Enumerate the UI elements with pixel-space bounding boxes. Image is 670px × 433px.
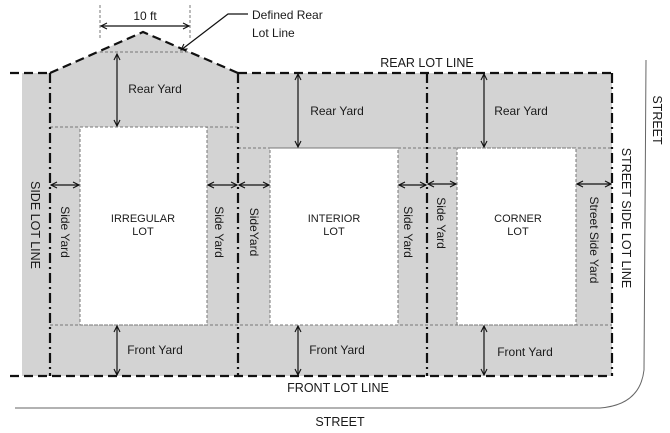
side-lot-line-label: SIDE LOT LINE xyxy=(28,181,42,269)
rear-yard-label: Rear Yard xyxy=(128,82,182,96)
street-label-bottom: STREET xyxy=(315,415,365,429)
street-side-lot-line-label: STREET SIDE LOT LINE xyxy=(619,148,633,289)
side-yard-label: Side Yard xyxy=(212,206,226,258)
front-yard-label: Front Yard xyxy=(309,343,365,357)
buildable-areas xyxy=(79,126,577,326)
side-yard-label: SideYard xyxy=(247,208,261,256)
rear-lot-line-label: REAR LOT LINE xyxy=(380,56,474,70)
street-edge xyxy=(15,59,647,409)
callout-line2: Lot Line xyxy=(252,26,295,40)
side-yard-label: Side Yard xyxy=(58,206,72,258)
front-yard-label: Front Yard xyxy=(127,343,183,357)
front-yard-label: Front Yard xyxy=(497,345,553,359)
street-side-yard-label: Street Side Yard xyxy=(587,197,601,284)
front-lot-line-label: FRONT LOT LINE xyxy=(287,381,389,395)
lot-name: LOT xyxy=(507,226,529,238)
interior-lot: Rear Yard SideYard Side Yard INTERIOR LO… xyxy=(239,74,426,375)
lot-name: IRREGULAR xyxy=(111,213,175,225)
rear-yard-label: Rear Yard xyxy=(310,104,364,118)
dimension-label: 10 ft xyxy=(133,9,157,23)
rear-yard-label: Rear Yard xyxy=(494,104,548,118)
defined-rear-lot-line xyxy=(49,30,239,75)
lot-name: LOT xyxy=(323,226,345,238)
irregular-lot: Rear Yard Side Yard Side Yard IRREGULAR … xyxy=(51,54,237,375)
lot-name: CORNER xyxy=(494,213,542,225)
callout-line1: Defined Rear xyxy=(252,8,323,22)
street-label-right: STREET xyxy=(650,95,664,145)
setback-lines xyxy=(50,51,612,326)
side-yard-label: Side Yard xyxy=(434,197,448,249)
corner-lot: Rear Yard Side Yard Street Side Yard COR… xyxy=(428,74,611,375)
side-yard-label: Side Yard xyxy=(401,206,415,258)
lot-name: LOT xyxy=(132,226,154,238)
lot-name: INTERIOR xyxy=(308,213,361,225)
callout-leader xyxy=(181,13,248,50)
